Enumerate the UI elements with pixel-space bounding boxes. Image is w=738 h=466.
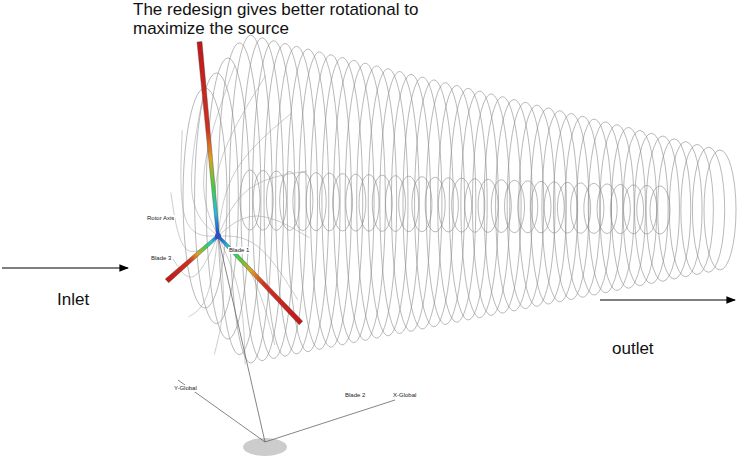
hub-vortex-ring bbox=[319, 173, 339, 231]
hub-vortex-ring bbox=[253, 171, 273, 231]
vortex-ring bbox=[449, 88, 487, 320]
vortex-ring bbox=[542, 111, 578, 302]
hub-vortex-ring bbox=[624, 185, 644, 234]
hub-vortex-ring bbox=[399, 176, 419, 231]
blade-label: Blade 1 bbox=[228, 247, 250, 254]
vortex-ring bbox=[391, 74, 430, 331]
wake-grid-line bbox=[218, 113, 291, 236]
note-text: The redesign gives better rotational to … bbox=[133, 0, 433, 38]
vortex-ring bbox=[368, 69, 408, 336]
hub-vortex-ring bbox=[306, 173, 326, 231]
outlet-arrow bbox=[600, 299, 735, 300]
wake-grid-line bbox=[215, 75, 266, 236]
inlet-arrow bbox=[2, 267, 128, 268]
vortex-ring bbox=[403, 77, 442, 329]
hub-vortex-ring bbox=[385, 176, 405, 232]
vortex-ring bbox=[380, 72, 419, 334]
hub-vortex-ring bbox=[531, 181, 551, 232]
hub-vortex-ring bbox=[293, 172, 313, 230]
vortex-ring bbox=[287, 49, 329, 352]
wake-grid-line bbox=[218, 171, 307, 236]
hub-vortex-ring bbox=[544, 182, 564, 233]
tower-line bbox=[218, 236, 265, 442]
rotor-blade bbox=[165, 235, 219, 283]
hub-vortex-ring bbox=[412, 177, 432, 232]
hub-vortex-ring bbox=[610, 184, 630, 233]
vortex-ring bbox=[588, 122, 623, 293]
hub-vortex-ring bbox=[240, 170, 260, 230]
blade-label: Blade 3 bbox=[150, 255, 172, 262]
hub-vortex-ring bbox=[584, 183, 604, 233]
vortex-ring bbox=[345, 63, 385, 340]
rotor-hub bbox=[215, 233, 221, 239]
vortex-ring bbox=[438, 86, 476, 323]
vortex-ring bbox=[484, 97, 521, 313]
hub-vortex-ring bbox=[505, 180, 525, 232]
vortex-ring bbox=[692, 147, 724, 272]
hub-vortex-ring bbox=[597, 184, 617, 234]
vortex-ring bbox=[415, 80, 454, 327]
vortex-ring bbox=[530, 108, 566, 304]
vortex-ring bbox=[276, 46, 318, 354]
vortex-rings bbox=[171, 35, 736, 365]
vortex-ring bbox=[299, 52, 340, 350]
hub-vortex-ring bbox=[425, 177, 445, 232]
vortex-ring bbox=[357, 66, 397, 338]
vortex-ring bbox=[195, 73, 239, 324]
wake-grid-line bbox=[218, 236, 275, 345]
vortex-ring bbox=[241, 38, 284, 361]
hub-vortex-ring bbox=[518, 181, 538, 233]
vortex-ring bbox=[507, 102, 544, 308]
vortex-ring bbox=[461, 91, 499, 318]
hub-vortex-ring bbox=[333, 174, 353, 231]
hub-vortex-ring bbox=[438, 178, 458, 232]
hub-vortex-ring bbox=[491, 180, 511, 233]
blade-label: Blade 2 bbox=[344, 392, 366, 399]
axis-label: Rotor Axis bbox=[146, 215, 175, 222]
hub-vortex-ring bbox=[557, 182, 577, 233]
axis-label: Y-Global bbox=[173, 385, 198, 392]
hub-vortex-ring bbox=[637, 185, 657, 233]
vortex-ring bbox=[496, 100, 533, 311]
hub-vortex-ring bbox=[571, 183, 591, 233]
hub-vortex-ring bbox=[359, 175, 379, 232]
hub-vortex-ring bbox=[372, 175, 392, 231]
x-axis-line bbox=[265, 400, 395, 442]
hub-vortex-ring bbox=[346, 174, 366, 231]
vortex-ring bbox=[565, 116, 600, 297]
hub-vortex-ring bbox=[650, 186, 670, 234]
hub-vortex-ring bbox=[465, 179, 485, 232]
vortex-ring bbox=[577, 119, 612, 295]
hub-vortex-ring bbox=[280, 172, 300, 231]
vortex-ring bbox=[519, 105, 555, 306]
inlet-label: Inlet bbox=[57, 290, 89, 309]
vortex-ring bbox=[218, 43, 261, 355]
outlet-label: outlet bbox=[612, 339, 654, 358]
rotor-blades bbox=[165, 42, 302, 325]
vortex-ring bbox=[681, 144, 714, 274]
axis-label: X-Global bbox=[392, 392, 417, 399]
rotor-blade bbox=[197, 42, 219, 237]
hub-vortex-ring bbox=[452, 178, 472, 232]
wake-grid-line bbox=[218, 216, 309, 238]
hub-vortex-ring bbox=[266, 171, 286, 230]
vortex-ring bbox=[704, 150, 736, 270]
rotor-blade bbox=[217, 235, 303, 325]
hub-vortex-ring bbox=[478, 179, 498, 232]
